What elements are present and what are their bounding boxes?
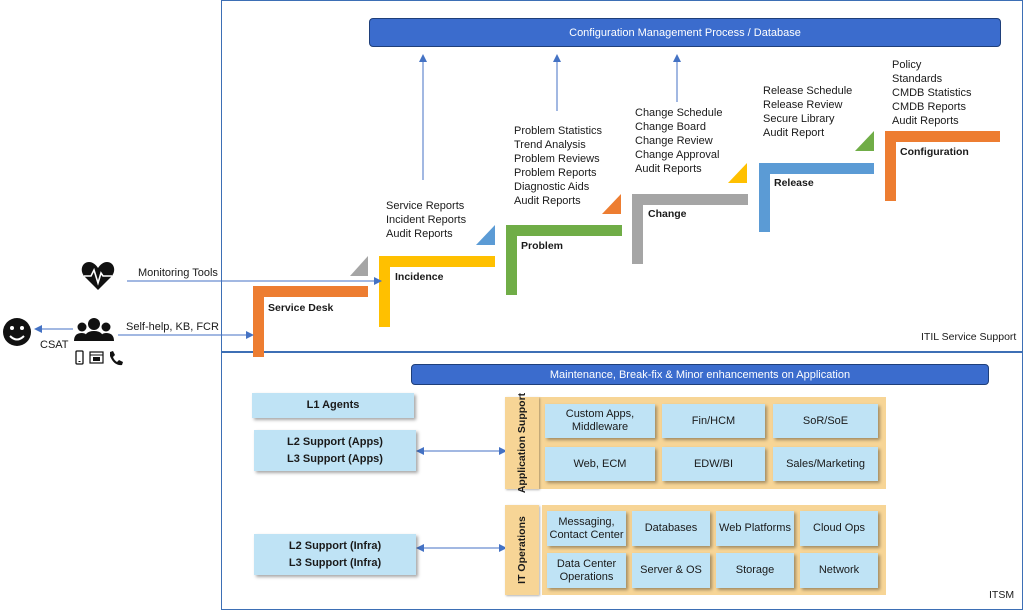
- list-item: Change Review: [635, 135, 713, 147]
- app-cell-edw-bi: EDW/BI: [662, 447, 765, 481]
- stage-incidence-triangle: [476, 225, 495, 245]
- list-item: Problem Statistics: [514, 125, 603, 137]
- incidence-items: Service Reports Incident Reports Audit R…: [386, 199, 466, 241]
- stage-configuration-step: [885, 131, 1000, 201]
- stage-incidence-step: [379, 256, 495, 327]
- phone-icon: [110, 351, 123, 366]
- list-item: Change Schedule: [635, 107, 723, 119]
- stage-problem-step: [506, 225, 622, 295]
- list-item: Audit Reports: [892, 115, 959, 127]
- ops-cell-network: Network: [800, 553, 878, 588]
- l3-apps-label: L3 Support (Apps): [287, 452, 383, 465]
- l2-apps-label: L2 Support (Apps): [287, 435, 383, 448]
- stage-service-desk-triangle: [350, 256, 368, 276]
- problem-items: Problem Statistics Trend Analysis Proble…: [514, 124, 602, 208]
- list-item: CMDB Statistics: [892, 87, 972, 99]
- list-item: Change Board: [635, 121, 706, 133]
- stage-service-desk-step: [253, 286, 368, 357]
- list-item: Problem Reports: [514, 167, 597, 179]
- it-ops-label: IT Operations: [505, 505, 539, 595]
- list-item: Problem Reviews: [514, 153, 600, 165]
- l2-infra-label: L2 Support (Infra): [288, 539, 382, 552]
- list-item: Incident Reports: [386, 214, 467, 226]
- itsm-corner-label: ITSM: [989, 589, 1015, 601]
- app-support-label: Application Support: [505, 393, 539, 493]
- change-items: Change Schedule Change Board Change Revi…: [635, 106, 722, 176]
- list-item: Release Schedule: [763, 85, 853, 97]
- list-item: Change Approval: [635, 149, 720, 161]
- stage-label-incidence: Incidence: [395, 271, 444, 283]
- stage-release-step: [759, 163, 874, 232]
- mobile-icon: [75, 350, 84, 365]
- cmdb-bar: Configuration Management Process / Datab…: [369, 18, 1001, 47]
- l2-l3-infra-box: L2 Support (Infra) L3 Support (Infra): [254, 534, 416, 575]
- list-item: Audit Reports: [635, 163, 702, 175]
- itsm-bar: Maintenance, Break-fix & Minor enhanceme…: [411, 364, 989, 385]
- stage-label-service-desk: Service Desk: [268, 302, 334, 314]
- list-item: Audit Report: [763, 127, 825, 139]
- list-item: Diagnostic Aids: [514, 181, 590, 193]
- stage-label-problem: Problem: [521, 240, 564, 252]
- smiley-icon: [3, 318, 31, 346]
- app-cell-sales-marketing: Sales/Marketing: [773, 447, 878, 481]
- stage-change-step: [632, 194, 748, 264]
- ops-cell-data-center: Data Center Operations: [547, 553, 626, 588]
- stage-release-triangle: [855, 131, 874, 151]
- list-item: Service Reports: [386, 200, 465, 212]
- ops-cell-cloud-ops: Cloud Ops: [800, 511, 878, 546]
- list-item: Audit Reports: [386, 228, 453, 240]
- browser-icon: [89, 351, 104, 364]
- list-item: Policy: [892, 59, 922, 71]
- ops-cell-messaging: Messaging, Contact Center: [547, 511, 626, 546]
- list-item: Standards: [892, 73, 943, 85]
- itil-corner-label: ITIL Service Support: [921, 331, 1017, 343]
- app-cell-web-ecm: Web, ECM: [545, 447, 655, 481]
- list-item: Release Review: [763, 99, 843, 111]
- ops-cell-web-platforms: Web Platforms: [716, 511, 794, 546]
- itil-frame: [221, 0, 1023, 352]
- app-cell-fin-hcm: Fin/HCM: [662, 404, 765, 438]
- stage-label-release: Release: [774, 177, 814, 189]
- list-item: Trend Analysis: [514, 139, 586, 151]
- stage-problem-triangle: [602, 194, 621, 214]
- ops-cell-storage: Storage: [716, 553, 794, 588]
- stage-label-change: Change: [648, 208, 687, 220]
- ops-cell-databases: Databases: [632, 511, 710, 546]
- configuration-items: Policy Standards CMDB Statistics CMDB Re…: [892, 58, 971, 128]
- heart-monitor-icon: [81, 262, 115, 290]
- l1-agents-box: L1 Agents: [252, 393, 414, 418]
- app-cell-custom-apps: Custom Apps, Middleware: [545, 404, 655, 438]
- l3-infra-label: L3 Support (Infra): [288, 556, 382, 569]
- release-items: Release Schedule Release Review Secure L…: [763, 84, 852, 140]
- selfhelp-label: Self-help, KB, FCR: [126, 321, 219, 333]
- l2-l3-apps-box: L2 Support (Apps) L3 Support (Apps): [254, 430, 416, 471]
- stage-change-triangle: [728, 163, 747, 183]
- list-item: Audit Reports: [514, 195, 581, 207]
- stage-label-configuration: Configuration: [900, 146, 969, 158]
- ops-cell-server-os: Server & OS: [632, 553, 710, 588]
- list-item: Secure Library: [763, 113, 835, 125]
- list-item: CMDB Reports: [892, 101, 966, 113]
- csat-label: CSAT: [40, 339, 69, 351]
- monitoring-tools-label: Monitoring Tools: [138, 267, 218, 279]
- app-cell-sor-soe: SoR/SoE: [773, 404, 878, 438]
- user-group-icon: [74, 318, 114, 341]
